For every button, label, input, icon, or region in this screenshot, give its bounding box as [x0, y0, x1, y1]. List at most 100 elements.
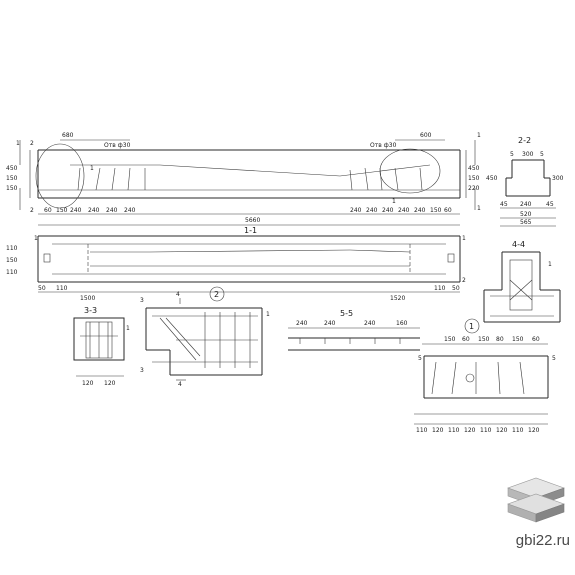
section-2-2: 2-2 5 300 5 300 450 45 240 45 520 565: [486, 136, 564, 227]
section-1-1-right-dim-2: 50: [452, 285, 460, 292]
section-5-5-top-0: 240: [296, 320, 308, 327]
section-2-2-top-dim-2: 5: [540, 151, 544, 158]
section-1-1-mark-2: 2: [462, 277, 466, 284]
main-mark-6: 1: [392, 198, 396, 205]
main-elevation-view: 680 600 Отв ф30 Отв ф30 5660 60 150 240 …: [6, 132, 481, 226]
detail-1-label: 1: [469, 322, 474, 331]
detail-1: 1 150 60 150 80 150 60 110 120 110 120 1…: [414, 318, 556, 434]
main-right-dim-4: 240: [414, 207, 426, 214]
section-2-2-bottom-2: 45: [546, 201, 554, 208]
main-left-height-0: 450: [6, 165, 18, 172]
detail-1-bottom-2: 110: [448, 427, 460, 434]
detail-1-bottom-1: 120: [432, 427, 444, 434]
main-right-height-0: 450: [468, 165, 480, 172]
section-4-4-title: 4-4: [512, 240, 525, 249]
detail-1-bottom-7: 120: [528, 427, 540, 434]
section-1-1-height-2: 110: [6, 269, 18, 276]
main-right-dim-6: 60: [444, 207, 452, 214]
site-brand-text[interactable]: gbi22.ru: [515, 532, 570, 549]
main-left-dim-2: 240: [70, 207, 82, 214]
section-4-4-mark: 1: [548, 261, 552, 268]
section-1-1-right-dim-1: 110: [434, 285, 446, 292]
section-1-1-height-0: 110: [6, 245, 18, 252]
section-2-2-bottom-1: 240: [520, 201, 532, 208]
main-right-dim-3: 240: [398, 207, 410, 214]
section-1-1-mark-1: 1: [462, 235, 466, 242]
main-left-dim-1: 150: [56, 207, 68, 214]
detail-2-mark-3: 4: [178, 381, 182, 388]
main-hole-label-right: Отв ф30: [370, 142, 397, 149]
section-2-2-top-dim-0: 5: [510, 151, 514, 158]
section-1-1-height-1: 150: [6, 257, 18, 264]
section-1-1-left-dim-1: 110: [56, 285, 68, 292]
section-5-5-top-2: 240: [364, 320, 376, 327]
detail-1-bottom-6: 110: [512, 427, 524, 434]
section-2-2-height-1: 450: [486, 175, 498, 182]
section-3-3-bottom-1: 120: [104, 380, 116, 387]
detail-1-bottom-3: 120: [464, 427, 476, 434]
detail-2-mark-2: 4: [176, 291, 180, 298]
section-5-5-title: 5-5: [340, 309, 353, 318]
main-left-dim-3: 240: [88, 207, 100, 214]
main-mark-1: 2: [30, 140, 34, 147]
main-right-height-2: 220: [468, 185, 480, 192]
section-3-3-title: 3-3: [84, 306, 97, 315]
main-mark-4: 1: [477, 205, 481, 212]
detail-1-bottom-5: 120: [496, 427, 508, 434]
section-1-1-right-dim-0: 1520: [390, 295, 405, 302]
section-1-1: 1-1 50 110 1500 1520 110 50 110 150 110 …: [6, 226, 466, 302]
section-5-5-top-1: 240: [324, 320, 336, 327]
section-4-4: 4-4 1: [483, 240, 561, 323]
section-5-5-top-3: 160: [396, 320, 408, 327]
gbi-logo-icon: [507, 477, 565, 523]
section-1-1-title: 1-1: [244, 226, 257, 235]
main-mark-5: 1: [90, 165, 94, 172]
section-3-3: 3-3 1 120 120: [73, 306, 130, 387]
main-left-dim-4: 240: [106, 207, 118, 214]
main-left-dim-5: 240: [124, 207, 136, 214]
section-1-1-left-dim-0: 50: [38, 285, 46, 292]
detail-1-side-mark-1: 5: [552, 355, 556, 362]
main-mark-2: 2: [30, 207, 34, 214]
main-right-dim-1: 240: [366, 207, 378, 214]
detail-1-top-4: 150: [512, 336, 524, 343]
section-3-3-mark: 1: [126, 325, 130, 332]
detail-1-side-mark-0: 5: [418, 355, 422, 362]
section-5-5: 5-5 240 240 240 160: [288, 309, 420, 351]
detail-2-mark-0: 1: [266, 311, 270, 318]
detail-2-mark-4: 3: [140, 367, 144, 374]
section-2-2-bottom-4: 565: [520, 219, 532, 226]
main-total-length: 5660: [245, 217, 260, 224]
main-hole-label-left: Отв ф30: [104, 142, 131, 149]
section-3-3-bottom-0: 120: [82, 380, 94, 387]
section-1-1-left-dim-2: 1500: [80, 295, 95, 302]
detail-1-top-2: 150: [478, 336, 490, 343]
main-left-height-2: 150: [6, 185, 18, 192]
detail-1-top-0: 150: [444, 336, 456, 343]
main-left-dim-0: 60: [44, 207, 52, 214]
detail-1-bottom-0: 110: [416, 427, 428, 434]
main-right-dim-2: 240: [382, 207, 394, 214]
main-left-top-dim: 680: [62, 132, 74, 139]
main-mark-3: 1: [477, 132, 481, 139]
detail-1-top-3: 80: [496, 336, 504, 343]
main-mark-0: 1: [16, 140, 20, 147]
section-1-1-mark-0: 1: [34, 235, 38, 242]
detail-1-top-1: 60: [462, 336, 470, 343]
section-2-2-bottom-0: 45: [500, 201, 508, 208]
main-right-top-dim: 600: [420, 132, 432, 139]
detail-2-mark-1: 3: [140, 297, 144, 304]
detail-2-label: 2: [214, 290, 219, 299]
detail-1-bottom-4: 110: [480, 427, 492, 434]
section-2-2-bottom-3: 520: [520, 211, 532, 218]
detail-1-top-5: 60: [532, 336, 540, 343]
main-right-dim-0: 240: [350, 207, 362, 214]
section-2-2-top-dim-1: 300: [522, 151, 534, 158]
main-right-height-1: 150: [468, 175, 480, 182]
main-right-dim-5: 150: [430, 207, 442, 214]
detail-2: 2 1 3 4 4 3: [140, 286, 270, 388]
main-left-height-1: 150: [6, 175, 18, 182]
section-2-2-title: 2-2: [518, 136, 531, 145]
